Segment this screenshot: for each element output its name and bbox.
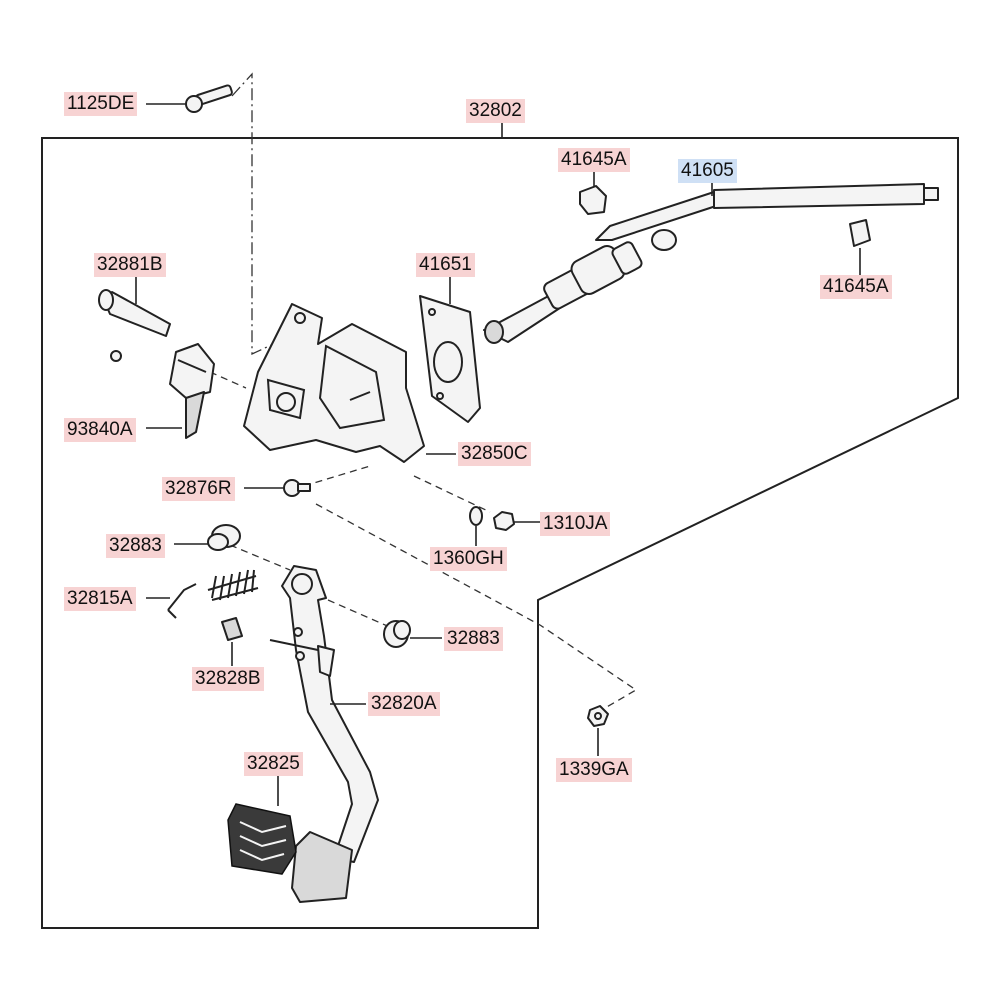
part-label-32825[interactable]: 32825: [244, 752, 303, 776]
part-label-32820a[interactable]: 32820A: [368, 692, 440, 716]
guide-line-switch: [209, 371, 247, 389]
pedal-pad-rubber-32825-icon[interactable]: [227, 803, 297, 875]
part-label-93840a[interactable]: 93840A: [64, 418, 136, 442]
clip-41645a-right-icon[interactable]: [849, 219, 871, 247]
gasket-41651-icon[interactable]: [419, 295, 481, 423]
part-label-1339ga[interactable]: 1339GA: [556, 758, 632, 782]
pedal-pad-icon: [291, 831, 353, 903]
part-label-1360gh[interactable]: 1360GH: [430, 547, 507, 571]
switch-93840a-icon[interactable]: [110, 343, 215, 439]
guide-line-bushing-right: [327, 599, 393, 629]
part-label-1310ja[interactable]: 1310JA: [540, 512, 611, 536]
rivet-32876r-icon[interactable]: [283, 479, 311, 497]
part-label-32815a[interactable]: 32815A: [64, 587, 136, 611]
clip-41645a-top-icon[interactable]: [579, 185, 607, 215]
guide-line-rivet: [303, 465, 371, 487]
washer-1360gh-icon[interactable]: [469, 506, 483, 526]
guide-line-pedal-pivot: [315, 503, 638, 713]
part-label-32850c[interactable]: 32850C: [458, 442, 531, 466]
stopper-32828b-icon[interactable]: [221, 617, 243, 641]
bolt-1125de-icon[interactable]: [185, 84, 233, 113]
guide-line-bolt: [231, 72, 283, 356]
bushing-32883-right-icon[interactable]: [383, 620, 411, 648]
part-label-32802[interactable]: 32802: [466, 99, 525, 123]
part-label-32881b[interactable]: 32881B: [94, 253, 166, 277]
bushing-32883-left-icon[interactable]: [207, 524, 241, 551]
pedal-bracket-32850c-icon[interactable]: [243, 303, 425, 463]
pedal-arm-32820a-icon[interactable]: [269, 565, 379, 863]
guide-line-nut: [413, 475, 491, 513]
return-spring-32815a-icon[interactable]: [167, 569, 259, 619]
guide-line-bushing: [229, 544, 291, 571]
part-label-32883-right[interactable]: 32883: [444, 627, 503, 651]
pivot-bolt-32881b-icon[interactable]: [98, 289, 171, 337]
part-label-32828b[interactable]: 32828B: [192, 667, 264, 691]
part-label-32876r[interactable]: 32876R: [162, 477, 235, 501]
assembly-outline: [41, 137, 959, 929]
nut-1339ga-icon[interactable]: [587, 705, 609, 727]
part-label-41645a-top[interactable]: 41645A: [558, 148, 630, 172]
part-label-32883-left[interactable]: 32883: [106, 534, 165, 558]
part-label-41645a-right[interactable]: 41645A: [820, 275, 892, 299]
master-cylinder-41605-icon[interactable]: [483, 183, 939, 344]
nut-1310ja-icon[interactable]: [493, 511, 515, 531]
part-label-1125de[interactable]: 1125DE: [64, 92, 138, 116]
part-label-41605[interactable]: 41605: [678, 159, 737, 183]
part-label-41651[interactable]: 41651: [416, 253, 475, 277]
